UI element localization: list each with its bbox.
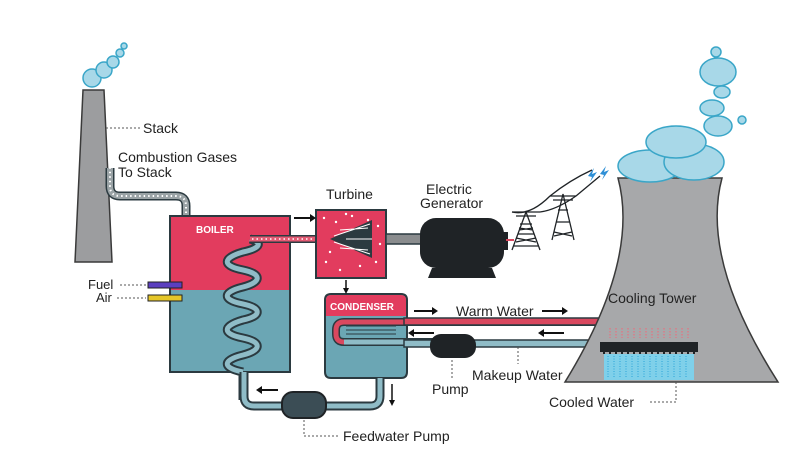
pump	[430, 334, 476, 358]
flow-arrow-to-turbine	[294, 214, 316, 222]
turbine-shaft	[385, 233, 423, 245]
stack	[74, 89, 113, 263]
turbine-steam-dots	[322, 212, 382, 272]
electric-generator	[420, 218, 508, 278]
stack-smoke	[82, 42, 128, 88]
air-line	[147, 294, 183, 302]
flow-arrow-to-condenser	[343, 280, 349, 294]
transmission-towers-icon	[511, 169, 601, 251]
generator-label-line1: Electric	[426, 181, 472, 197]
return-water-arrows	[408, 329, 564, 337]
turbine-label: Turbine	[326, 186, 373, 202]
turbine-blades-icon	[330, 220, 372, 258]
warm-water-label: Warm Water	[456, 303, 534, 319]
feedwater-pump-label: Feedwater Pump	[343, 428, 450, 444]
condenser-label: CONDENSER	[330, 302, 395, 313]
warm-water-arrows	[414, 307, 568, 315]
generator-label-line2: Generator	[420, 195, 483, 211]
feedwater-pump	[281, 391, 327, 419]
fuel-label: Fuel	[88, 277, 113, 292]
air-label: Air	[96, 290, 113, 305]
condenser	[324, 293, 408, 379]
feedwater-arrows	[256, 384, 395, 406]
cooling-tower-label: Cooling Tower	[608, 290, 697, 306]
cooling-tower-steam	[617, 46, 747, 183]
boiler-label: BOILER	[196, 225, 235, 236]
fuel-line	[147, 281, 183, 289]
makeup-water-label: Makeup Water	[472, 367, 563, 383]
cooling-fill	[600, 342, 698, 354]
pump-label: Pump	[432, 381, 469, 397]
cooling-tower	[563, 177, 780, 383]
lightning-icon	[588, 166, 609, 182]
feedwater-pump-leader	[303, 420, 340, 437]
cooled-water-label: Cooled Water	[549, 394, 634, 410]
cooled-water-basin	[604, 354, 694, 380]
cooled-water-leader	[650, 380, 677, 403]
combustion-gases-label-line2: To Stack	[118, 164, 173, 180]
stack-label: Stack	[143, 120, 179, 136]
combustion-gases-label-line1: Combustion Gases	[118, 149, 237, 165]
